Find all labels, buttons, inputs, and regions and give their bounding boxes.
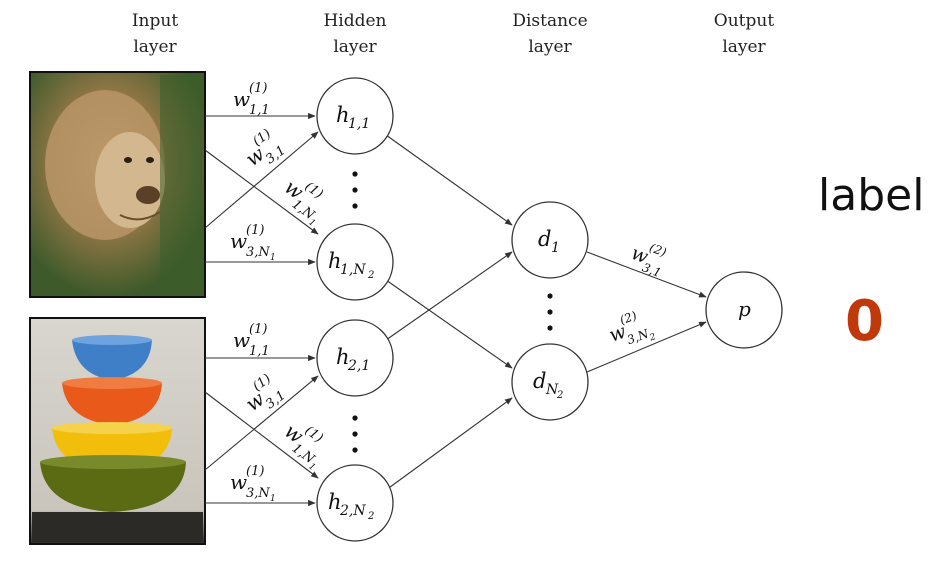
ellipsis-hidden-top bbox=[352, 171, 358, 209]
column-heading-output: Output layer bbox=[714, 11, 775, 57]
node-p-base: p bbox=[738, 297, 751, 321]
node-dn2-base: d bbox=[533, 369, 546, 393]
weight-top-w1n1-subsub: 1 bbox=[307, 218, 318, 229]
weight-out2-sup: (2) bbox=[618, 308, 639, 327]
column-heading-output-line2: layer bbox=[722, 37, 766, 57]
weight-bottom-w11-sub: 1,1 bbox=[249, 344, 270, 359]
column-heading-input-line2: layer bbox=[133, 37, 177, 57]
weight-out1-base: w bbox=[628, 242, 651, 268]
weight-label-bottom-w31: w (1) 3,1 bbox=[241, 372, 289, 417]
weight-out1-sub: 3,1 bbox=[640, 260, 663, 280]
node-h2n2-subsub: 2 bbox=[367, 511, 374, 522]
column-heading-distance: Distance layer bbox=[512, 11, 587, 57]
weight-label-top-w1n1: w (1) 1,N 1 bbox=[280, 175, 325, 229]
weight-label-bottom-w11: w (1) 1,1 bbox=[233, 322, 270, 359]
weight-bottom-w3n1-base: w bbox=[230, 470, 247, 494]
node-p: p bbox=[705, 271, 783, 349]
node-dn2: d N 2 bbox=[511, 343, 589, 421]
weight-label-bottom-w3n1: w (1) 3,N 1 bbox=[230, 464, 276, 504]
weight-label-top-w3n1: w (1) 3,N 1 bbox=[230, 223, 276, 263]
label-value: 0 bbox=[845, 289, 884, 354]
node-d1: d 1 bbox=[511, 201, 589, 279]
weight-bottom-w11-base: w bbox=[233, 328, 250, 352]
node-h21: h 2,1 bbox=[316, 319, 394, 397]
edges-distance-output bbox=[586, 251, 707, 373]
node-h2n2: h 2,N 2 bbox=[316, 464, 394, 542]
node-h11: h 1,1 bbox=[316, 77, 394, 155]
node-h2n2-base: h bbox=[328, 490, 342, 514]
weight-bottom-w3n1-sup: (1) bbox=[246, 464, 264, 479]
edges-input-hidden-bottom bbox=[204, 354, 319, 507]
weight-out2-sub: 3,N bbox=[625, 326, 651, 347]
weight-out2-base: w bbox=[606, 320, 629, 346]
node-h1n2: h 1,N 2 bbox=[316, 223, 394, 301]
column-heading-hidden-line2: layer bbox=[333, 37, 377, 57]
weight-out1-sup: (2) bbox=[648, 241, 669, 260]
edges-input-hidden-top bbox=[204, 112, 319, 266]
column-heading-input: Input layer bbox=[132, 11, 178, 57]
weight-top-w31-sub: 3,1 bbox=[263, 143, 289, 167]
column-heading-hidden-line1: Hidden bbox=[323, 11, 386, 31]
weight-top-w11-sub: 1,1 bbox=[249, 103, 270, 118]
weight-top-w3n1-sup: (1) bbox=[246, 223, 264, 238]
ellipsis-distance bbox=[547, 293, 553, 331]
node-dn2-sub: N bbox=[545, 382, 559, 398]
node-h1n2-sub: 1,N bbox=[340, 262, 366, 278]
node-h11-sub: 1,1 bbox=[348, 116, 370, 132]
column-heading-output-line1: Output bbox=[714, 11, 775, 31]
weight-top-w3n1-subsub: 1 bbox=[270, 253, 276, 263]
weight-label-out2: w (2) 3,N 2 bbox=[606, 308, 658, 347]
node-d1-base: d bbox=[538, 227, 551, 251]
node-h11-base: h bbox=[336, 103, 350, 127]
weight-label-top-w11: w (1) 1,1 bbox=[233, 81, 270, 118]
node-h21-base: h bbox=[336, 345, 350, 369]
bowls-image bbox=[29, 317, 206, 545]
weight-top-w3n1-base: w bbox=[230, 229, 247, 253]
ellipsis-hidden-bottom bbox=[352, 415, 358, 453]
weight-out2-subsub: 2 bbox=[648, 332, 658, 344]
label-word: label bbox=[818, 170, 924, 221]
weight-bottom-w3n1-sub: 3,N bbox=[246, 486, 270, 501]
column-heading-distance-line1: Distance bbox=[512, 11, 587, 31]
weight-bottom-w3n1-subsub: 1 bbox=[270, 494, 276, 504]
edges-hidden-distance bbox=[385, 134, 513, 491]
weight-label-bottom-w1n1: w (1) 1,N 1 bbox=[280, 419, 325, 473]
node-dn2-subsub: 2 bbox=[556, 390, 563, 401]
weight-top-w11-base: w bbox=[233, 87, 250, 111]
weight-label-out1: w (2) 3,1 bbox=[628, 241, 669, 280]
weight-label-top-w31: w (1) 3,1 bbox=[241, 127, 289, 172]
column-heading-hidden: Hidden layer bbox=[323, 11, 386, 57]
weight-bottom-w11-sup: (1) bbox=[249, 322, 267, 337]
node-h1n2-base: h bbox=[328, 249, 342, 273]
weight-top-w11-sup: (1) bbox=[249, 81, 267, 96]
column-heading-input-line1: Input bbox=[132, 11, 178, 31]
weight-bottom-w1n1-subsub: 1 bbox=[307, 462, 318, 473]
node-h1n2-subsub: 2 bbox=[367, 270, 374, 281]
node-d1-sub: 1 bbox=[551, 240, 560, 256]
lion-image bbox=[29, 71, 206, 298]
node-h2n2-sub: 2,N bbox=[339, 503, 366, 519]
node-h21-sub: 2,1 bbox=[347, 358, 370, 374]
column-heading-distance-line2: layer bbox=[528, 37, 572, 57]
weight-top-w3n1-sub: 3,N bbox=[246, 245, 270, 260]
weight-bottom-w31-sub: 3,1 bbox=[263, 388, 289, 412]
